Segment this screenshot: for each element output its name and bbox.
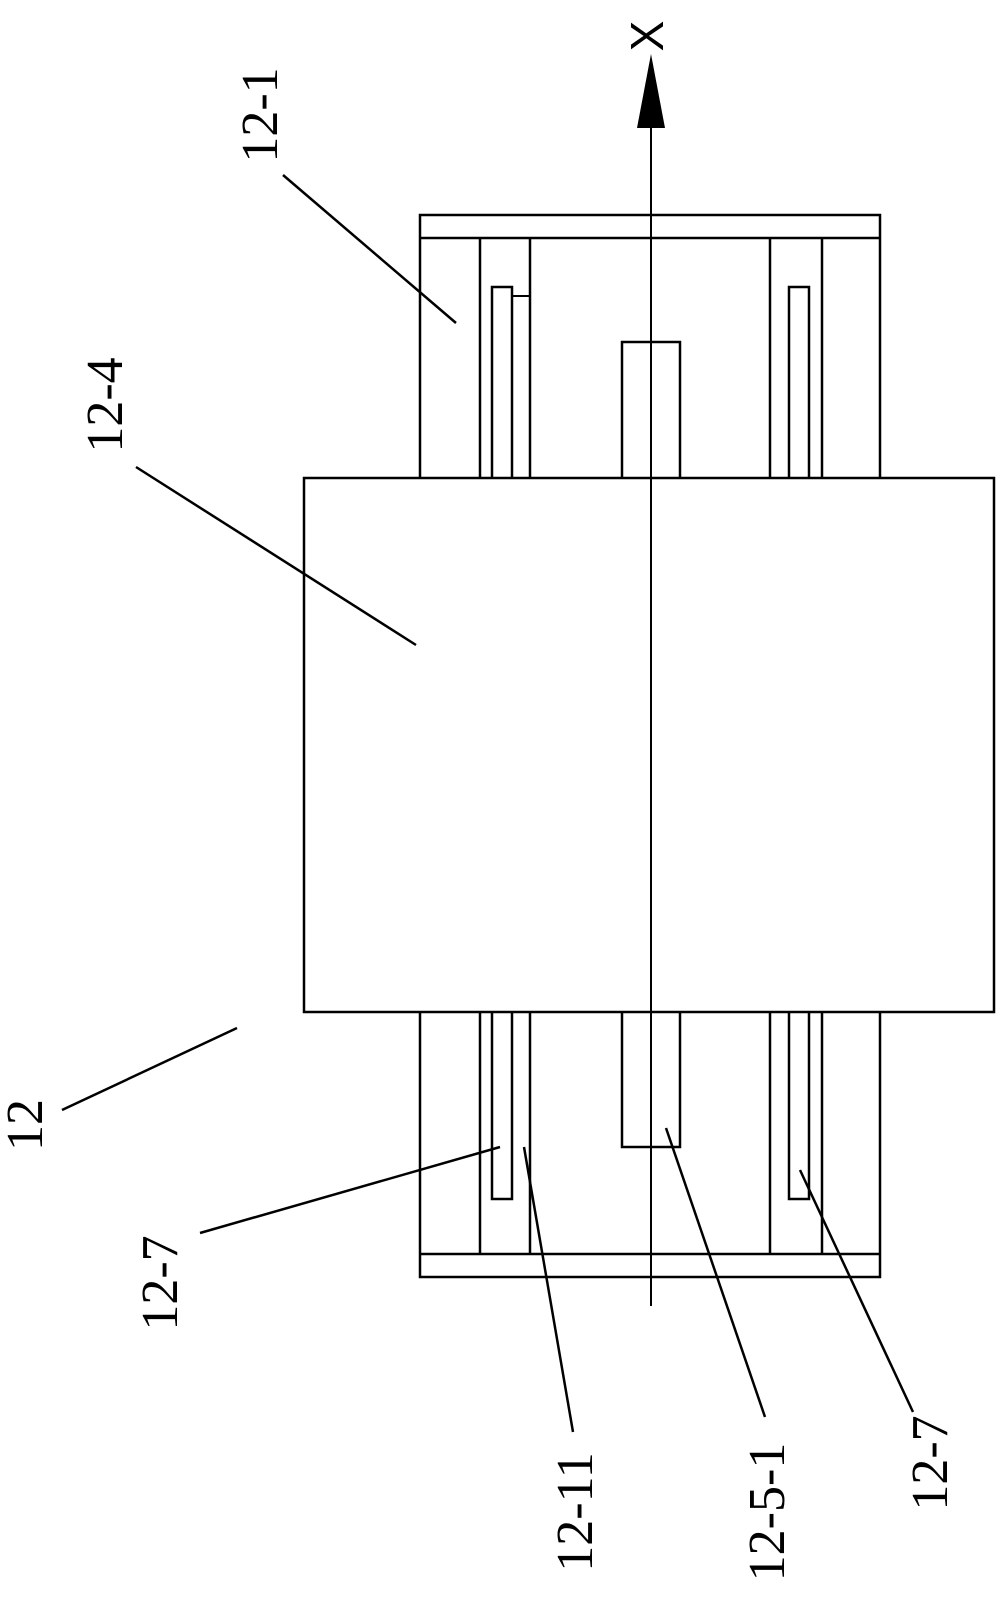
leader-rail-right (798, 1169, 915, 1413)
leader-frame (282, 174, 457, 324)
label-assembly: 12 (0, 1099, 54, 1151)
x-axis: X (621, 21, 673, 1306)
leader-lines (61, 174, 915, 1433)
label-frame: 12-1 (232, 67, 289, 162)
label-rail-left: 12-7 (132, 1235, 189, 1330)
label-rail-right: 12-7 (902, 1415, 959, 1510)
label-center-slot: 12-5-1 (739, 1443, 796, 1582)
label-body: 12-4 (77, 357, 134, 452)
leader-rail-left (199, 1145, 501, 1235)
main-body-block (302, 476, 996, 1014)
x-axis-arrowhead (637, 54, 665, 128)
leader-guide-slot (522, 1146, 575, 1433)
leader-assembly (61, 1026, 238, 1112)
x-axis-label: X (621, 21, 673, 52)
leader-center-slot (664, 1127, 767, 1418)
leader-body (135, 465, 417, 647)
label-guide-slot: 12-11 (547, 1452, 604, 1571)
reference-labels: 12-1 12-4 12 12-7 12-11 12-5-1 12-7 (0, 67, 959, 1581)
